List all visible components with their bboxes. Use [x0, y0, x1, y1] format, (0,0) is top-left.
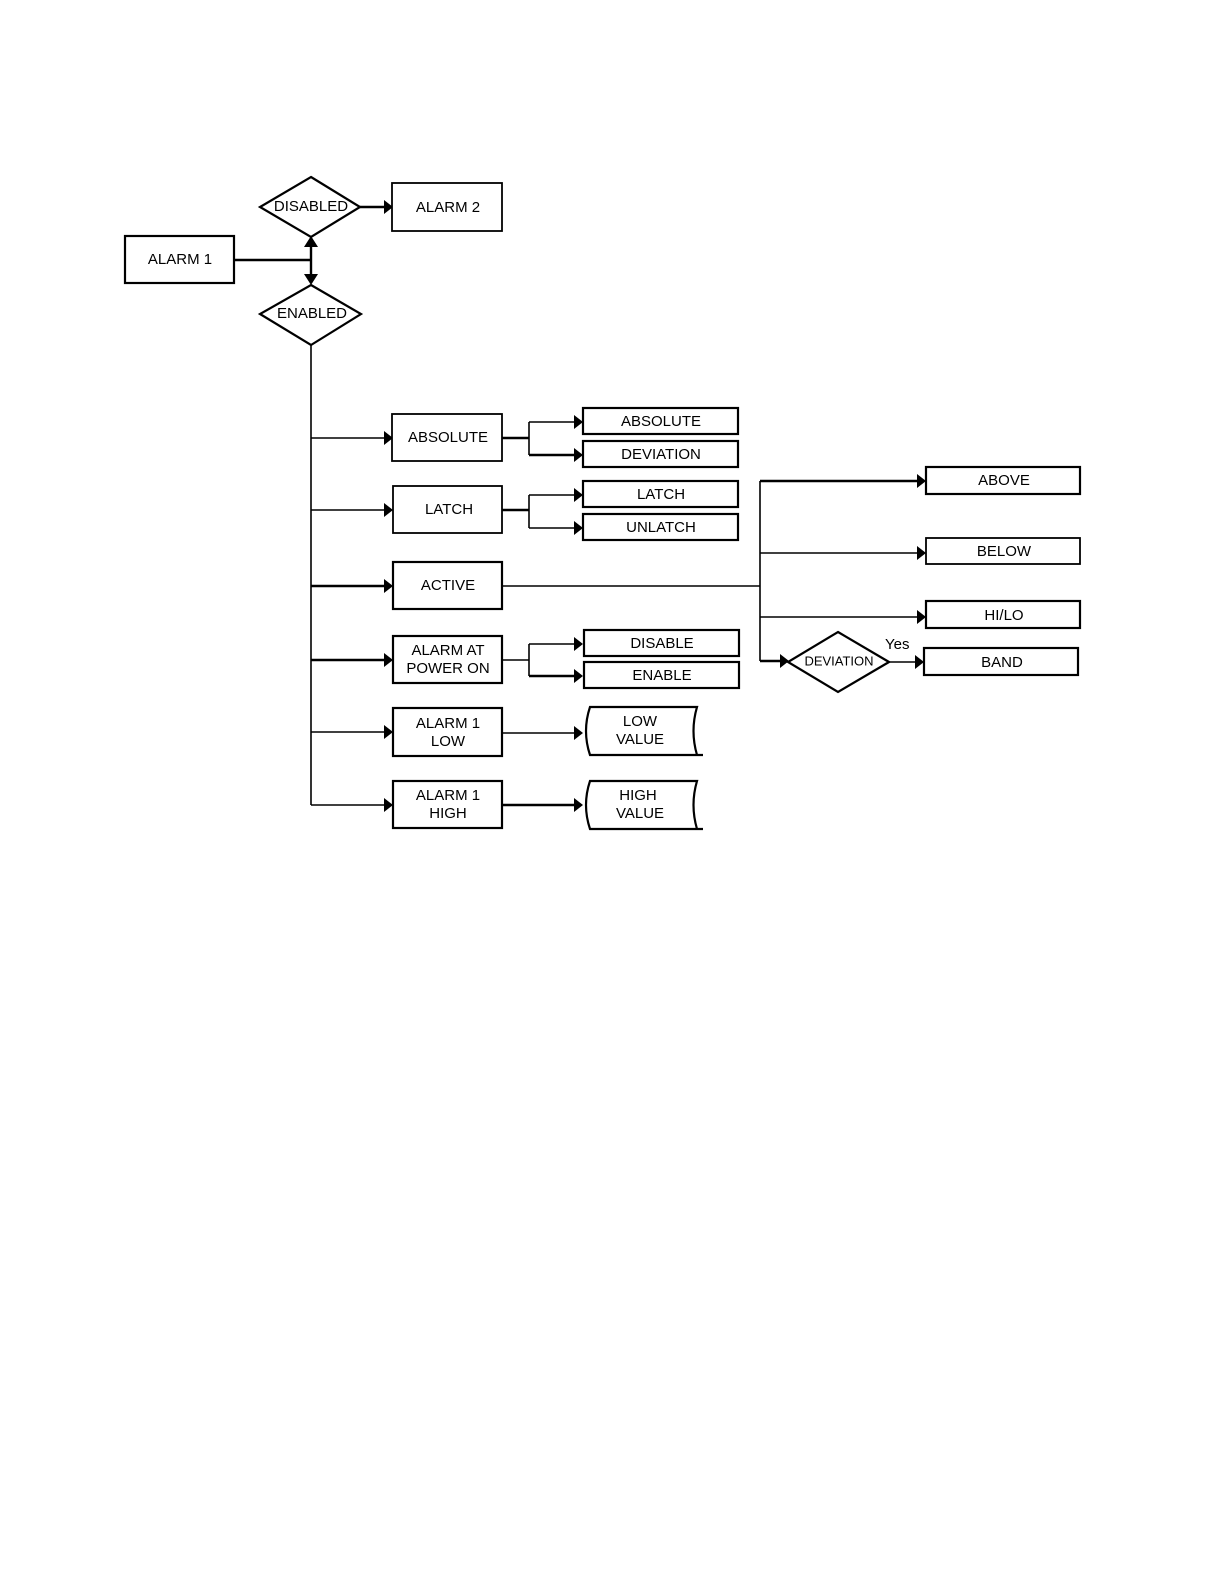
menu-alarm1-high: ALARM 1 HIGH [393, 781, 502, 828]
yes-label: Yes [885, 636, 909, 653]
arrow-right-icon [384, 798, 393, 812]
high-value-line2: VALUE [616, 805, 664, 822]
option-unlatch-label: UNLATCH [626, 519, 696, 536]
disabled-label: DISABLED [274, 198, 348, 215]
menu-power-on-line1: ALARM AT [411, 642, 484, 659]
enabled-decision: ENABLED [260, 285, 361, 345]
alarm1-label: ALARM 1 [148, 251, 212, 268]
menu-power-on: ALARM AT POWER ON [393, 636, 502, 683]
menu-alarm1-high-line1: ALARM 1 [416, 787, 480, 804]
arrow-right-icon [384, 503, 393, 517]
high-value-line1: HIGH [619, 787, 657, 804]
menu-active-label: ACTIVE [421, 577, 475, 594]
option-enable: ENABLE [584, 662, 739, 688]
arrow-right-icon [574, 669, 583, 683]
menu-absolute: ABSOLUTE [392, 414, 502, 461]
option-deviation-label: DEVIATION [621, 446, 701, 463]
option-enable-label: ENABLE [632, 667, 691, 684]
option-disable-label: DISABLE [630, 635, 693, 652]
arrow-right-icon [574, 637, 583, 651]
arrow-right-icon [574, 448, 583, 462]
arrow-right-icon [384, 653, 393, 667]
option-band-label: BAND [981, 654, 1023, 671]
arrow-right-icon [574, 521, 583, 535]
option-disable: DISABLE [584, 630, 739, 656]
low-value-input: LOW VALUE [586, 707, 703, 755]
arrow-right-icon [917, 546, 926, 560]
arrow-right-icon [574, 726, 583, 740]
option-above-label: ABOVE [978, 472, 1030, 489]
option-below-label: BELOW [977, 543, 1032, 560]
option-hilo: HI/LO [926, 601, 1080, 628]
alarm1-node: ALARM 1 [125, 236, 234, 283]
enabled-label: ENABLED [277, 305, 347, 322]
high-value-input: HIGH VALUE [586, 781, 703, 829]
option-deviation: DEVIATION [583, 441, 738, 467]
menu-alarm1-high-line2: HIGH [429, 805, 467, 822]
option-above: ABOVE [926, 467, 1080, 494]
alarm2-label: ALARM 2 [416, 199, 480, 216]
option-absolute: ABSOLUTE [583, 408, 738, 434]
deviation-decision-label: DEVIATION [804, 653, 873, 668]
menu-power-on-line2: POWER ON [406, 660, 489, 677]
deviation-decision: DEVIATION [788, 632, 889, 692]
arrow-right-icon [384, 579, 393, 593]
arrow-right-icon [574, 488, 583, 502]
low-value-line1: LOW [623, 713, 658, 730]
option-band: BAND [924, 648, 1078, 675]
menu-latch: LATCH [393, 486, 502, 533]
arrow-right-icon [917, 610, 926, 624]
option-latch-label: LATCH [637, 486, 685, 503]
arrow-right-icon [915, 655, 924, 669]
arrow-right-icon [574, 798, 583, 812]
alarm2-node: ALARM 2 [392, 183, 502, 231]
arrow-right-icon [574, 415, 583, 429]
menu-alarm1-low-line2: LOW [431, 733, 466, 750]
option-below: BELOW [926, 538, 1080, 564]
option-latch: LATCH [583, 481, 738, 507]
menu-active: ACTIVE [393, 562, 502, 609]
arrow-right-icon [917, 474, 926, 488]
disabled-decision: DISABLED [260, 177, 360, 237]
arrow-right-icon [384, 725, 393, 739]
option-unlatch: UNLATCH [583, 514, 738, 540]
arrow-down-icon [304, 274, 318, 285]
connectors [234, 207, 919, 805]
menu-alarm1-low-line1: ALARM 1 [416, 715, 480, 732]
menu-latch-label: LATCH [425, 501, 473, 518]
low-value-line2: VALUE [616, 731, 664, 748]
menu-absolute-label: ABSOLUTE [408, 429, 488, 446]
option-absolute-label: ABSOLUTE [621, 413, 701, 430]
option-hilo-label: HI/LO [984, 607, 1023, 624]
menu-alarm1-low: ALARM 1 LOW [393, 708, 502, 756]
